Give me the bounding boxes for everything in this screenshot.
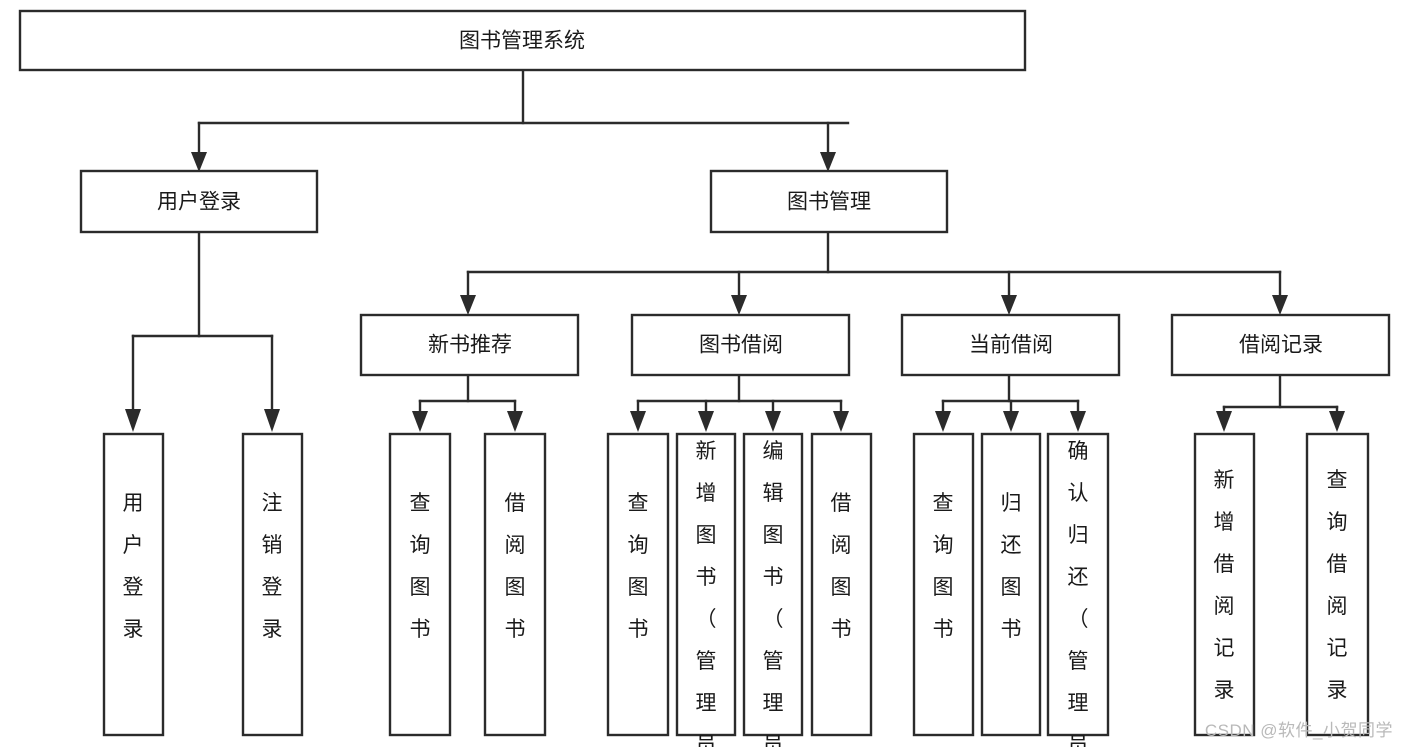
node-current-borrow-box[interactable] [900,313,1121,377]
connector-group-root [191,68,850,172]
node-leaf-query-record[interactable]: 查询借阅记录 [1305,432,1370,737]
node-leaf-edit-book[interactable]: 编辑图书（管理员） [742,432,804,747]
connector-group-book-management [460,230,1288,315]
node-leaf-logout[interactable]: 注销登录 [241,432,304,737]
arrow-bm-to-borrow-record [1272,295,1288,315]
node-leaf-query-record-box[interactable] [1305,432,1370,737]
arrow-bb-to-leaf2 [698,411,714,432]
node-leaf-borrow-book-1-box[interactable] [483,432,547,737]
node-leaf-query-book-2-box[interactable] [606,432,670,737]
node-leaf-borrow-book-2-label: 借阅图书 [831,492,852,641]
arrow-user-login-to-leaf1 [125,409,141,432]
node-leaf-user-login-box[interactable] [102,432,165,737]
arrow-bm-to-book-borrow [731,295,747,315]
node-new-book-recommend[interactable]: 新书推荐 [359,313,580,377]
node-leaf-confirm-return-label: 确认归还（管理员） [1068,440,1089,747]
node-leaf-query-book-3[interactable]: 查询图书 [912,432,975,737]
node-leaf-return-book-label: 归还图书 [1001,492,1022,641]
node-book-management-label: 图书管理 [787,191,871,214]
node-leaf-add-book-box[interactable] [675,432,737,737]
node-book-borrow-box[interactable] [630,313,851,377]
arrow-root-to-user-login [191,152,207,172]
arrow-br-to-leaf1 [1216,411,1232,432]
node-current-borrow-label: 当前借阅 [969,334,1053,357]
node-leaf-query-book-1-box[interactable] [388,432,452,737]
connector-group-current-borrow [935,373,1086,432]
node-leaf-borrow-book-1[interactable]: 借阅图书 [483,432,547,737]
connector-group-book-borrow [630,373,849,432]
node-user-login-label: 用户登录 [157,191,241,214]
arrow-nbr-to-leaf1 [412,411,428,432]
node-leaf-query-book-1[interactable]: 查询图书 [388,432,452,737]
node-leaf-add-record-label: 新增借阅记录 [1214,469,1235,702]
node-leaf-return-book[interactable]: 归还图书 [980,432,1042,737]
node-leaf-query-book-1-label: 查询图书 [410,492,431,641]
connector-group-new-book-recommend [412,373,523,432]
arrow-bm-to-current-borrow [1001,295,1017,315]
node-user-login-box[interactable] [79,169,319,234]
connector-group-borrow-record [1216,373,1345,432]
node-borrow-record-box[interactable] [1170,313,1391,377]
node-leaf-confirm-return[interactable]: 确认归还（管理员） [1046,432,1110,747]
node-book-borrow[interactable]: 图书借阅 [630,313,851,377]
node-root[interactable]: 图书管理系统 [18,9,1027,72]
node-borrow-record[interactable]: 借阅记录 [1170,313,1391,377]
node-book-management-box[interactable] [709,169,949,234]
node-leaf-logout-label: 注销登录 [262,492,283,641]
arrow-bb-to-leaf1 [630,411,646,432]
arrow-cb-to-leaf1 [935,411,951,432]
node-user-login[interactable]: 用户登录 [79,169,319,234]
node-book-borrow-label: 图书借阅 [699,334,783,357]
node-leaf-borrow-book-2[interactable]: 借阅图书 [810,432,873,737]
node-leaf-add-record-box[interactable] [1193,432,1256,737]
arrow-cb-to-leaf2 [1003,411,1019,432]
node-new-book-recommend-label: 新书推荐 [428,334,512,357]
node-root-box[interactable] [18,9,1027,72]
arrow-cb-to-leaf3 [1070,411,1086,432]
node-leaf-add-book[interactable]: 新增图书（管理员） [675,432,737,747]
node-current-borrow[interactable]: 当前借阅 [900,313,1121,377]
node-leaf-add-record[interactable]: 新增借阅记录 [1193,432,1256,737]
node-leaf-user-login[interactable]: 用户登录 [102,432,165,737]
node-leaf-add-book-label: 新增图书（管理员） [696,440,717,747]
node-leaf-logout-box[interactable] [241,432,304,737]
node-borrow-record-label: 借阅记录 [1239,334,1323,357]
node-leaf-edit-book-label: 编辑图书（管理员） [763,440,784,747]
connector-group-user-login [125,230,280,432]
arrow-user-login-to-leaf2 [264,409,280,432]
arrow-bb-to-leaf4 [833,411,849,432]
node-leaf-return-book-box[interactable] [980,432,1042,737]
node-leaf-borrow-book-1-label: 借阅图书 [505,492,526,641]
arrow-nbr-to-leaf2 [507,411,523,432]
node-leaf-user-login-label: 用户登录 [123,492,144,641]
node-leaf-query-book-2[interactable]: 查询图书 [606,432,670,737]
node-leaf-confirm-return-box[interactable] [1046,432,1110,737]
arrow-bm-to-new-book [460,295,476,315]
node-leaf-query-book-3-label: 查询图书 [933,492,954,641]
node-leaf-edit-book-box[interactable] [742,432,804,737]
node-leaf-query-book-3-box[interactable] [912,432,975,737]
node-leaf-query-book-2-label: 查询图书 [628,492,649,641]
arrow-bb-to-leaf3 [765,411,781,432]
arrow-root-to-book-management [820,152,836,172]
node-book-management[interactable]: 图书管理 [709,169,949,234]
arrow-br-to-leaf2 [1329,411,1345,432]
node-root-label: 图书管理系统 [459,30,585,53]
node-new-book-recommend-box[interactable] [359,313,580,377]
node-leaf-borrow-book-2-box[interactable] [810,432,873,737]
node-leaf-query-record-label: 查询借阅记录 [1327,469,1348,702]
